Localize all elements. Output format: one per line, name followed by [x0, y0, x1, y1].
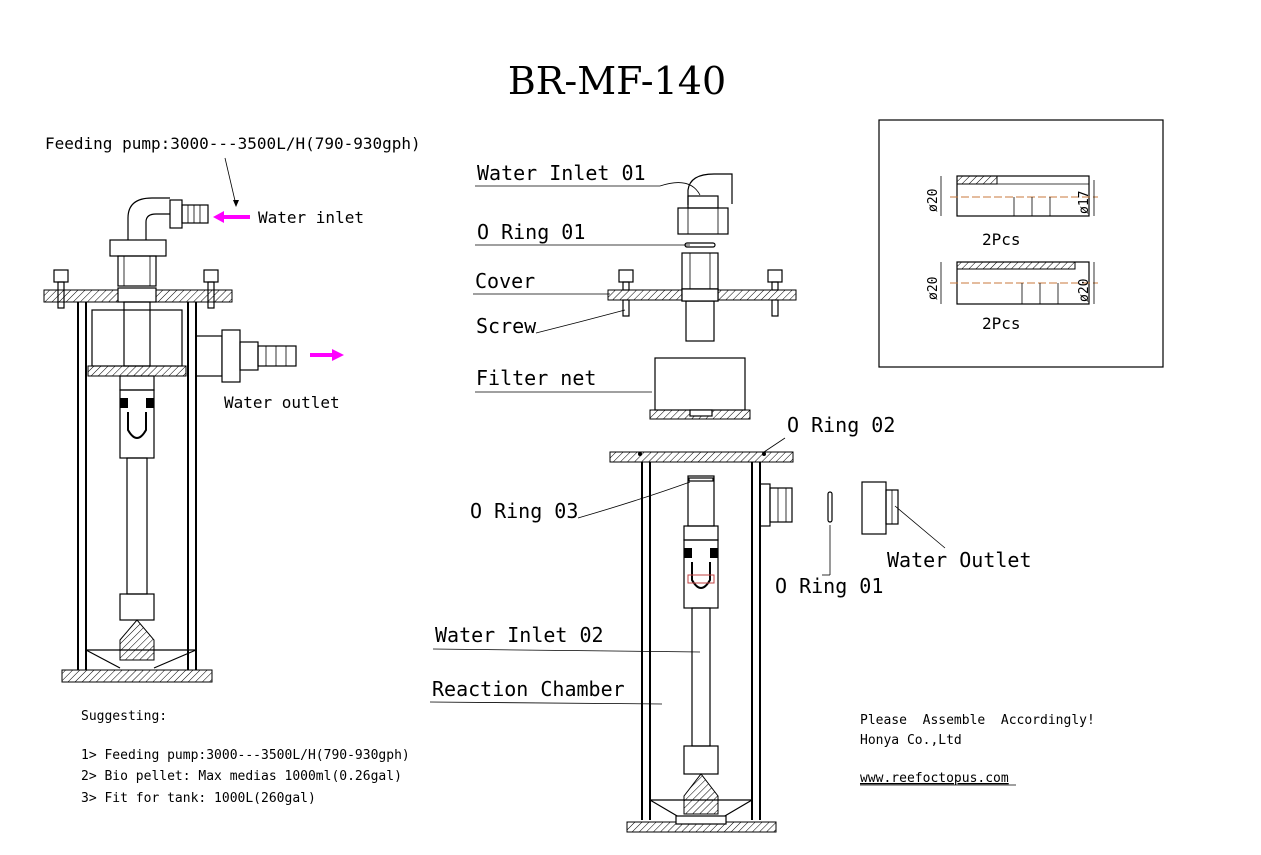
fittings-box: ø20 ø17 2Pcs ø20 ø20 2Pcs [878, 119, 1164, 368]
assembled-reactor: Feeding pump:3000---3500L/H(790-930gph) … [43, 134, 421, 683]
water-outlet-label: Water outlet [224, 393, 340, 412]
company-name: Honya Co.,Ltd [860, 733, 962, 748]
suggesting-heading: Suggesting: [81, 709, 167, 724]
label-o-ring-01-top: O Ring 01 [477, 220, 585, 244]
website-link[interactable]: www.reefoctopus.com [860, 771, 1009, 786]
part2-right-dim: ø20 [1077, 279, 1092, 302]
assemble-note: Please Assemble Accordingly! [860, 713, 1095, 728]
label-water-inlet-02: Water Inlet 02 [435, 623, 604, 647]
label-o-ring-03: O Ring 03 [470, 499, 578, 523]
part2-qty: 2Pcs [982, 314, 1021, 333]
label-water-outlet: Water Outlet [887, 548, 1032, 572]
label-o-ring-02: O Ring 02 [787, 413, 895, 437]
drawing-title: BR-MF-140 [508, 59, 726, 103]
part1-right-dim: ø17 [1077, 191, 1092, 214]
part1-qty: 2Pcs [982, 230, 1021, 249]
label-reaction-chamber: Reaction Chamber [432, 677, 625, 701]
part2-left-dim: ø20 [926, 277, 941, 300]
feeding-pump-label: Feeding pump:3000---3500L/H(790-930gph) [45, 134, 421, 153]
suggest-item-1: 1> Feeding pump:3000---3500L/H(790-930gp… [81, 748, 410, 763]
label-filter-net: Filter net [476, 366, 596, 390]
exploded-view: Water Inlet 01 O Ring 01 Cover Screw [429, 161, 1032, 833]
suggesting-notes: Suggesting: 1> Feeding pump:3000---3500L… [81, 709, 410, 806]
label-o-ring-01-side: O Ring 01 [775, 574, 883, 598]
label-water-inlet-01: Water Inlet 01 [477, 161, 646, 185]
water-inlet-label: Water inlet [258, 208, 364, 227]
company-notes: Please Assemble Accordingly! Honya Co.,L… [860, 713, 1095, 786]
label-screw: Screw [476, 314, 537, 338]
suggest-item-2: 2> Bio pellet: Max medias 1000ml(0.26gal… [81, 769, 402, 784]
part1-left-dim: ø20 [926, 189, 941, 212]
label-cover: Cover [475, 269, 535, 293]
suggest-item-3: 3> Fit for tank: 1000L(260gal) [81, 791, 316, 806]
